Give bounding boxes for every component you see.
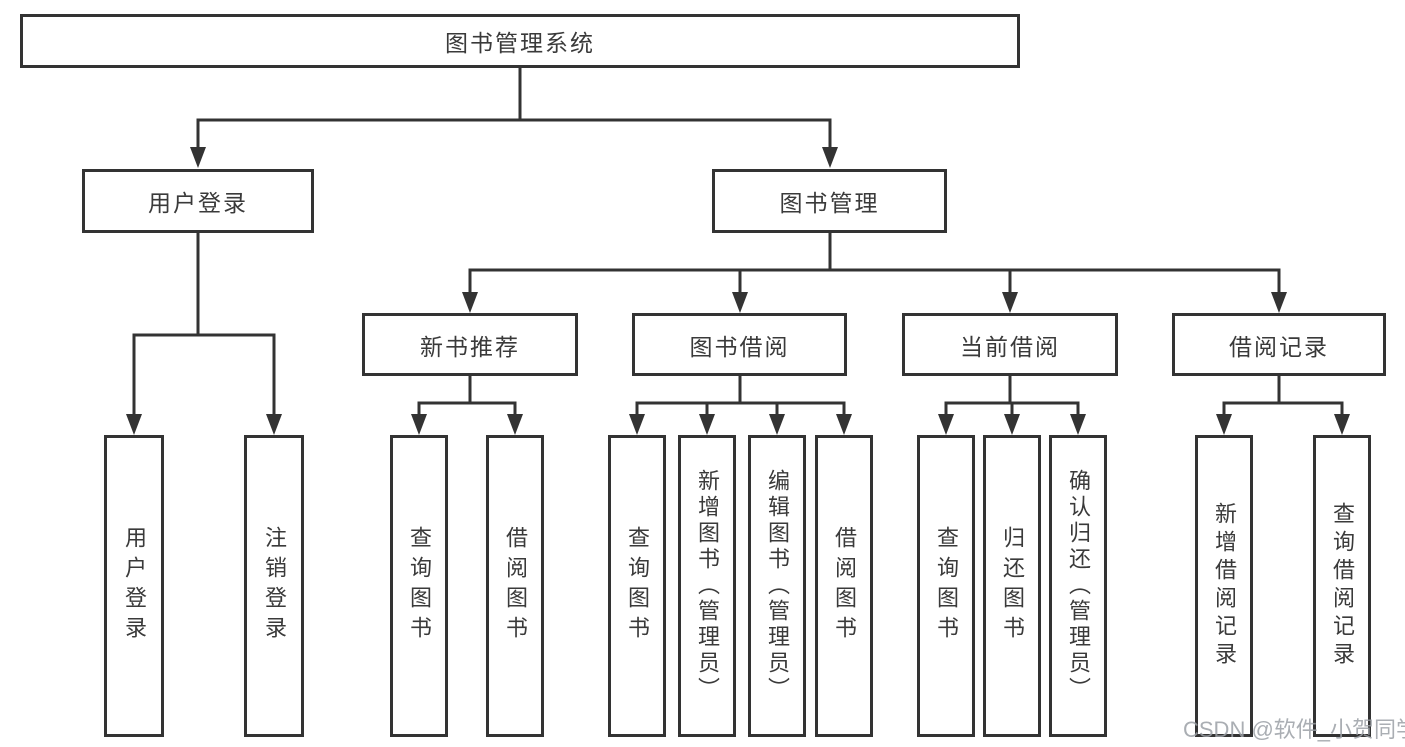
node-library-management-system: 图书管理系统 <box>20 14 1020 68</box>
node-label: 借阅记录 <box>1229 333 1329 360</box>
node-label: 图书借阅 <box>689 333 790 360</box>
leaf-current-query-books: 查询图书 <box>917 435 975 737</box>
node-label: 新增图书（管理员） <box>695 469 720 703</box>
node-label: 借阅图书 <box>503 526 528 646</box>
node-label: 借阅图书 <box>832 526 857 646</box>
leaf-current-confirm-return-admin: 确认归还（管理员） <box>1049 435 1107 737</box>
leaf-records-add-record: 新增借阅记录 <box>1195 435 1253 737</box>
node-book-management-branch: 图书管理 <box>712 169 947 233</box>
leaf-borrowing-add-books-admin: 新增图书（管理员） <box>678 435 736 737</box>
node-user-login-branch: 用户登录 <box>82 169 314 233</box>
node-borrowing-records: 借阅记录 <box>1172 313 1386 376</box>
node-label: 用户登录 <box>122 526 147 646</box>
node-label: 查询图书 <box>625 526 650 646</box>
leaf-borrowing-query-books: 查询图书 <box>608 435 666 737</box>
node-label: 归还图书 <box>1000 526 1025 646</box>
node-label: 用户登录 <box>148 190 248 216</box>
node-label: 当前借阅 <box>960 333 1060 360</box>
leaf-records-query-record: 查询借阅记录 <box>1313 435 1371 737</box>
leaf-user-login: 用户登录 <box>104 435 164 737</box>
node-label: 查询图书 <box>407 526 432 646</box>
watermark-csdn: CSDN @软件_小贺同学 <box>1183 717 1405 742</box>
node-label: 编辑图书（管理员） <box>765 469 790 703</box>
node-label: 确认归还（管理员） <box>1066 469 1091 703</box>
leaf-borrowing-borrow-books: 借阅图书 <box>815 435 873 737</box>
leaf-recommend-query-books: 查询图书 <box>390 435 448 737</box>
leaf-logout-login: 注销登录 <box>244 435 304 737</box>
leaf-current-return-books: 归还图书 <box>983 435 1041 737</box>
node-label: 查询图书 <box>934 526 959 646</box>
node-new-book-recommendation: 新书推荐 <box>362 313 578 376</box>
node-label: 新增借阅记录 <box>1212 502 1237 670</box>
node-label: 新书推荐 <box>420 333 520 360</box>
leaf-recommend-borrow-books: 借阅图书 <box>486 435 544 737</box>
node-label: 图书管理系统 <box>445 30 595 56</box>
node-label: 注销登录 <box>262 526 287 646</box>
node-label: 图书管理 <box>779 190 880 216</box>
leaf-borrowing-edit-books-admin: 编辑图书（管理员） <box>748 435 806 737</box>
node-current-borrowing: 当前借阅 <box>902 313 1118 376</box>
node-book-borrowing: 图书借阅 <box>632 313 847 376</box>
node-label: 查询借阅记录 <box>1330 502 1355 670</box>
